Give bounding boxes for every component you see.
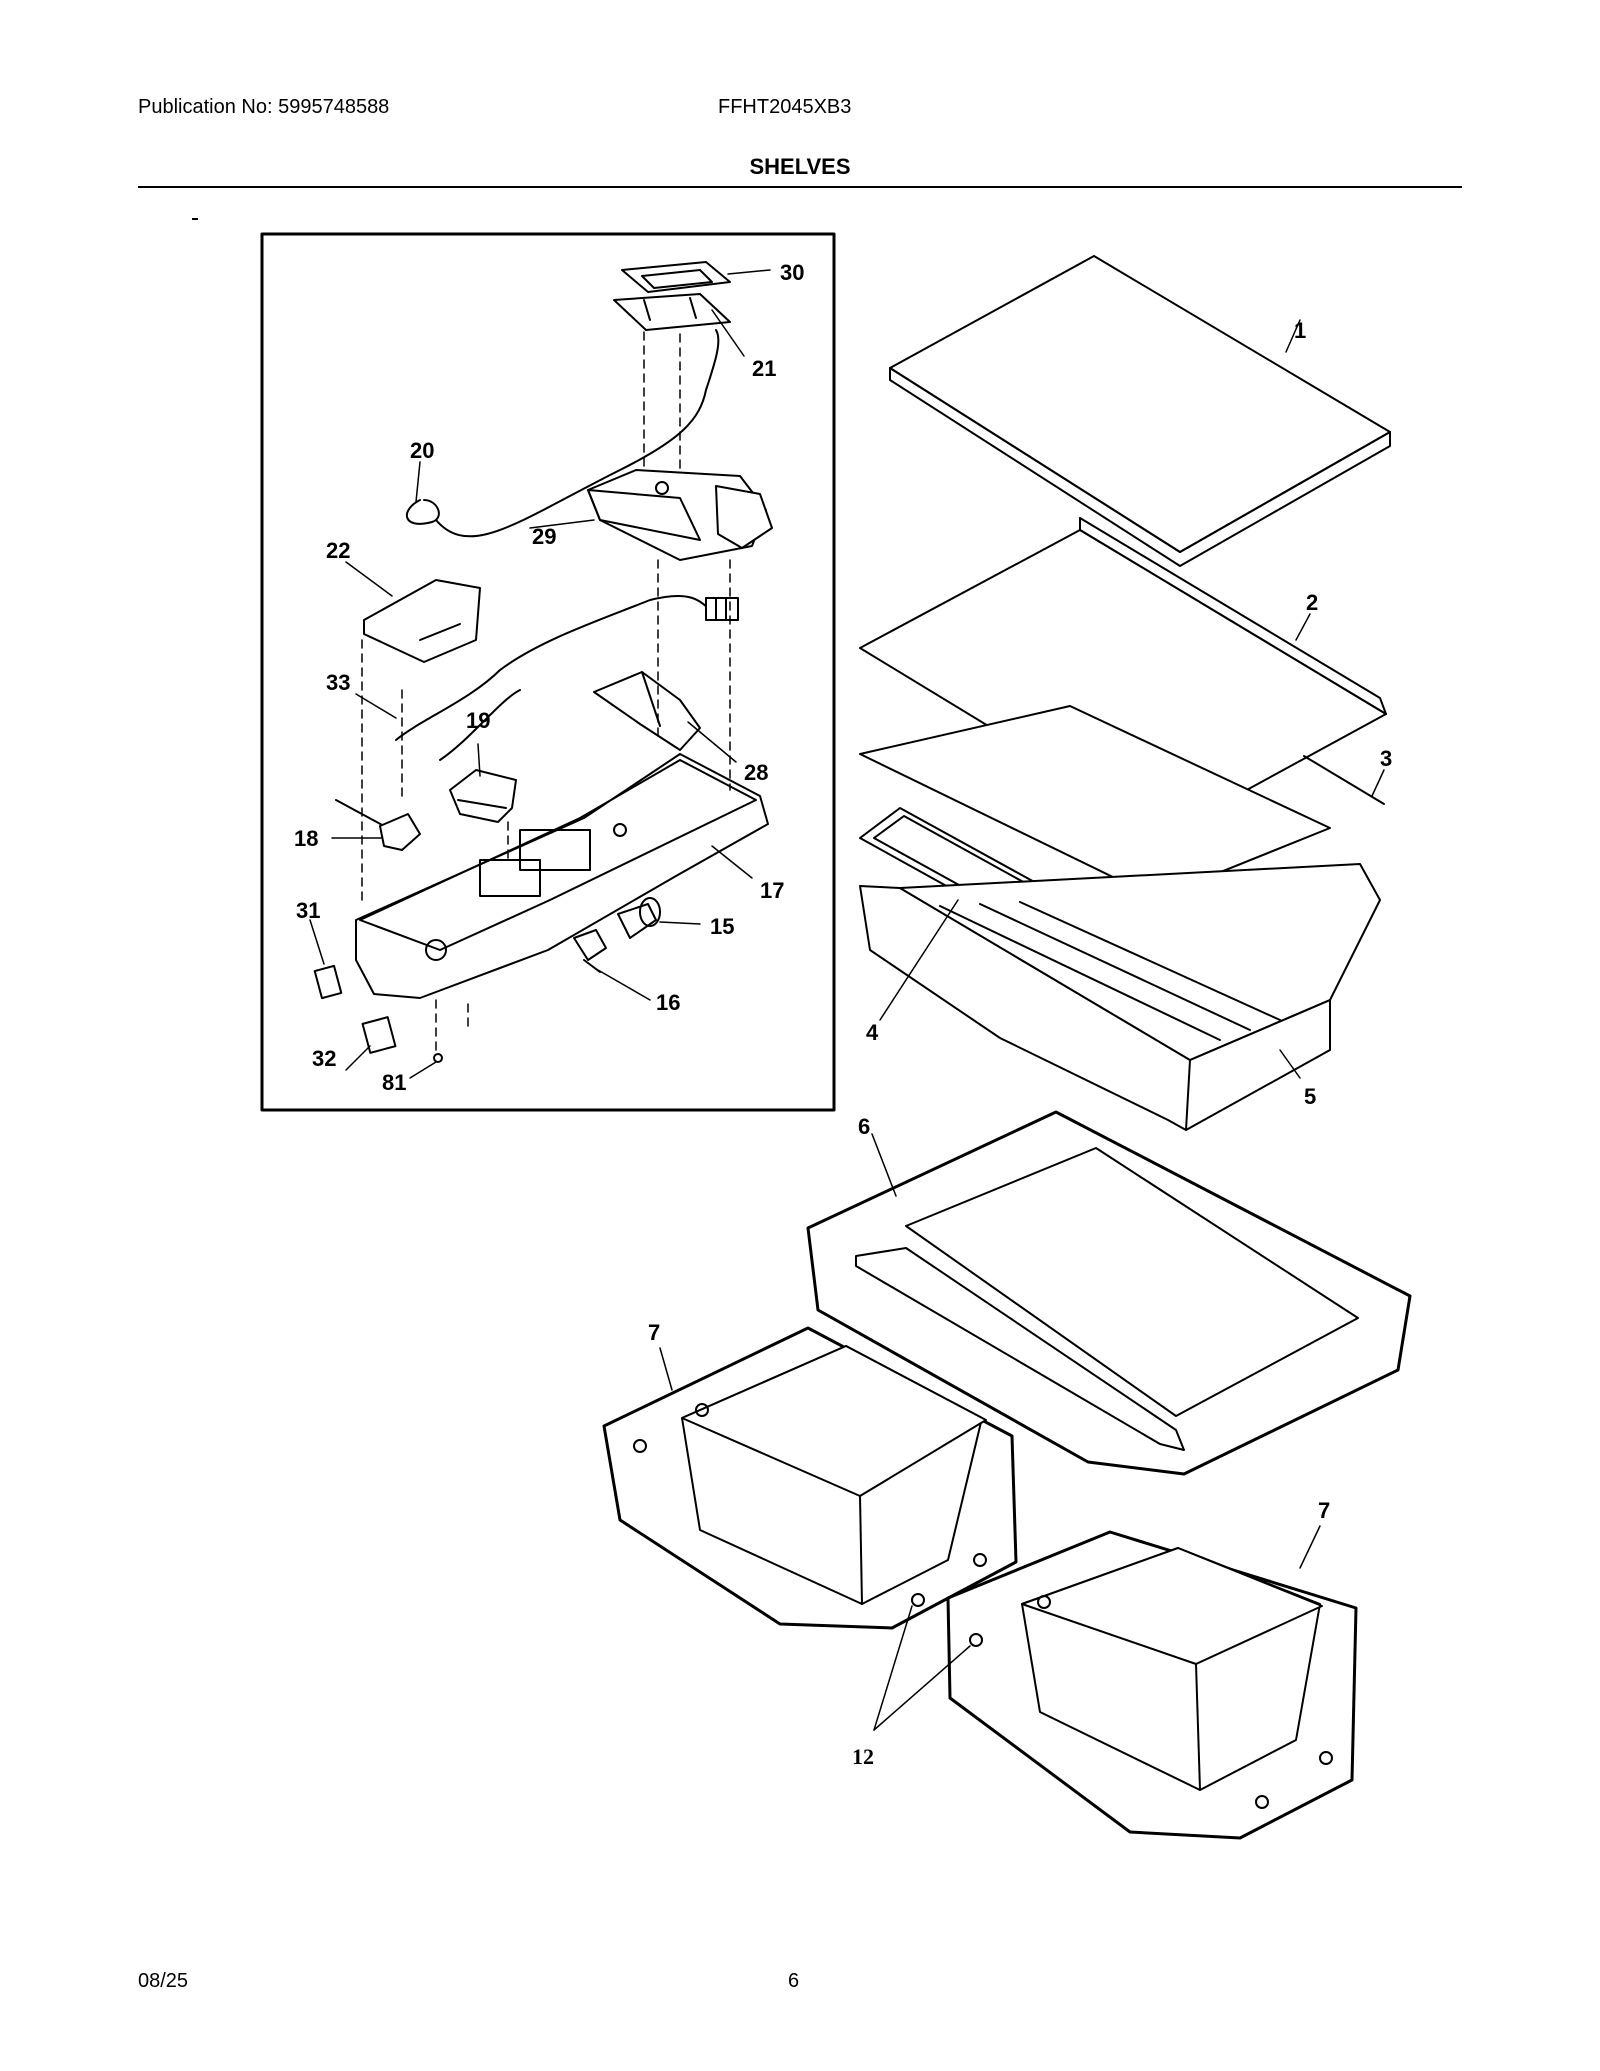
crisper-drawer-fasteners-2: [969, 1595, 1333, 1809]
publication-number: Publication No: 5995748588: [138, 96, 390, 118]
callout-28: 28: [744, 760, 768, 785]
part-16-valve: [573, 929, 607, 973]
callout-18: 18: [294, 826, 318, 851]
shelf-leader-lines: [659, 319, 1385, 1731]
callout-32: 32: [312, 1046, 336, 1071]
inset-leader-lines: [309, 269, 771, 1079]
header-divider: [138, 186, 1462, 188]
callout-7b: 7: [1318, 1498, 1330, 1523]
page-title: SHELVES: [749, 154, 851, 179]
part-31-button: [313, 964, 343, 1000]
part-20-wire: [405, 329, 720, 538]
guide-lines: [361, 331, 731, 1053]
callout-5: 5: [1304, 1084, 1316, 1109]
shelf-3: [859, 705, 1385, 899]
part-17-housing: [355, 753, 769, 999]
part-19-motor: [449, 769, 517, 823]
part-21-plate: [613, 293, 731, 331]
callout-3: 3: [1380, 746, 1392, 771]
callout-81: 81: [382, 1070, 406, 1095]
crisper-drawer-7b: [1021, 1547, 1323, 1791]
crisper-cover-inset: [806, 1110, 1412, 1476]
footer-date: 08/25: [138, 1970, 189, 1992]
callout-22: 22: [326, 538, 350, 563]
callout-1: 1: [1294, 318, 1306, 343]
shelf-1: [889, 255, 1391, 567]
part-33-harness: [395, 595, 713, 761]
crisper-drawer-fasteners-1: [633, 1403, 987, 1607]
part-15-cylinder: [617, 897, 661, 939]
part-81-screw: [433, 1053, 443, 1063]
crisper-drawer-inset-2: [946, 1530, 1358, 1840]
callout-20: 20: [410, 438, 434, 463]
callout-17: 17: [760, 878, 784, 903]
part-28-chute: [593, 671, 701, 751]
callout-15: 15: [710, 914, 734, 939]
stray-mark: [192, 218, 198, 220]
crisper-drawer-7a: [681, 1345, 987, 1605]
callout-16: 16: [656, 990, 680, 1015]
part-32-rocker: [361, 1016, 397, 1054]
page-number: 6: [788, 1970, 800, 1992]
drawer-5: [859, 863, 1381, 1131]
harness-connector: [705, 597, 739, 621]
part-22-bracket: [363, 579, 481, 663]
callout-19: 19: [466, 708, 490, 733]
callout-6: 6: [858, 1114, 870, 1139]
callout-7a: 7: [648, 1320, 660, 1345]
callout-30: 30: [780, 260, 804, 285]
part-30-bezel: [621, 261, 731, 293]
crisper-cover-6: [855, 1147, 1359, 1451]
part-18-switch: [335, 799, 421, 851]
callout-29: 29: [532, 524, 556, 549]
callout-4: 4: [866, 1020, 879, 1045]
dispenser-inset-frame: [260, 232, 836, 1112]
callout-33: 33: [326, 670, 350, 695]
callout-2: 2: [1306, 590, 1318, 615]
callout-21: 21: [752, 356, 776, 381]
callout-31: 31: [296, 898, 320, 923]
part-29-module: [587, 469, 773, 561]
model-number: FFHT2045XB3: [718, 96, 852, 118]
callout-12: 12: [852, 1744, 874, 1769]
